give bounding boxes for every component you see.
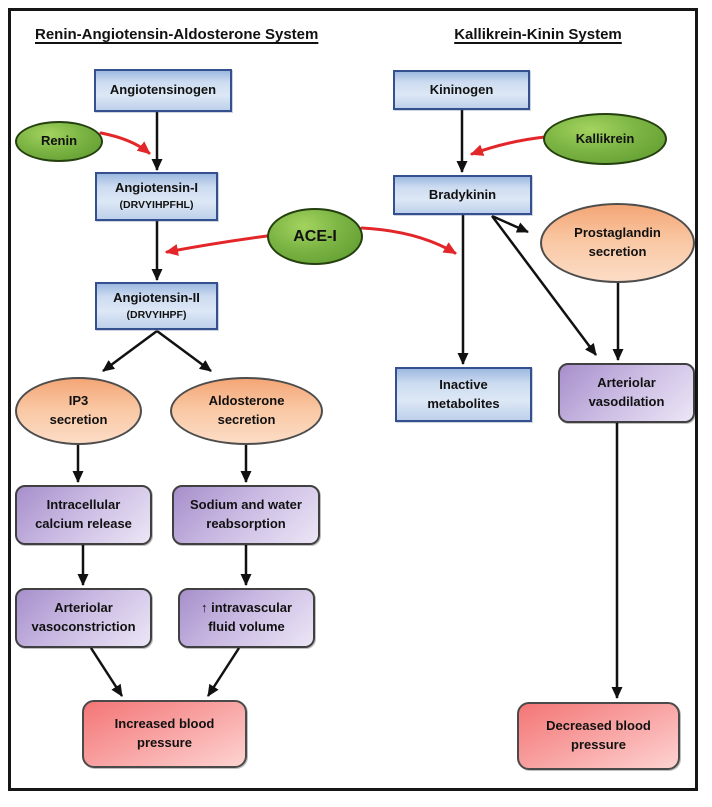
node-ip3-secretion: IP3 secretion [15,377,142,445]
node-label: Inactive [439,376,488,392]
node-ace-inhibitor: ACE-I [267,208,363,265]
right-system-title: Kallikrein-Kinin System [454,26,622,43]
node-label: Angiotensinogen [109,82,217,98]
arrow-fluidvolume-to-increasedbp [206,647,241,697]
node-label: Arteriolar [54,600,113,616]
node-label: IP3 [68,393,89,409]
node-label: secretion [49,412,108,427]
node-label: metabolites [427,395,500,411]
node-label: calcium release [35,516,132,531]
node-sublabel: (DRVYIHPFHL) [119,199,194,212]
node-sodium-water-reabsorption: Sodium and water reabsorption [172,485,320,545]
node-label: Arteriolar [597,375,656,391]
node-label: fluid volume [208,619,285,634]
node-label: Intracellular [46,497,121,513]
node-label: vasodilation [588,394,665,409]
node-angiotensin-1: Angiotensin-I (DRVYIHPFHL) [95,172,218,221]
node-arteriolar-vasoconstriction: Arteriolar vasoconstriction [15,588,152,648]
arrow-angiotensin2-to-aldosterone [156,329,212,373]
arrow-acei-action-right [360,226,457,255]
node-increased-intravascular-fluid-volume: ↑ intravascular fluid volume [178,588,315,648]
node-renin: Renin [15,121,103,162]
node-prostaglandin-secretion: Prostaglandin secretion [540,203,695,283]
node-label: Kininogen [429,81,494,97]
arrow-acei-action-left [165,234,269,256]
node-label: secretion [588,244,647,259]
node-label: Decreased blood [546,718,651,734]
node-angiotensinogen: Angiotensinogen [94,69,232,112]
node-label: Kallikrein [575,130,635,146]
arrow-angiotensin2-to-ip3 [102,329,158,373]
node-label: Bradykinin [428,186,497,202]
node-label: Aldosterone [208,393,285,409]
node-increased-blood-pressure: Increased blood pressure [82,700,247,768]
node-kininogen: Kininogen [393,70,530,110]
node-angiotensin-2: Angiotensin-II (DRVYIHPF) [95,282,218,330]
left-system-title: Renin-Angiotensin-Aldosterone System [35,26,319,43]
arrow-bradykinin-to-prostaglandin [491,214,529,234]
node-arteriolar-vasodilation: Arteriolar vasodilation [558,363,695,423]
node-label: pressure [137,735,192,750]
node-intracellular-calcium-release: Intracellular calcium release [15,485,152,545]
arrow-kallikrein-action [470,135,547,156]
node-sublabel: (DRVYIHPF) [126,308,187,321]
node-decreased-blood-pressure: Decreased blood pressure [517,702,680,770]
node-label: Angiotensin-I [114,180,199,196]
node-label: ACE-I [293,227,337,245]
arrow-renin-action [99,131,151,155]
node-label: Angiotensin-II [113,289,200,305]
node-label: Sodium and water [190,497,302,513]
node-label: vasoconstriction [31,619,136,634]
node-label: Renin [40,133,78,149]
arrow-bradykinin-to-vasodilation [490,215,598,356]
node-label: Increased blood [114,716,215,732]
node-label: secretion [217,412,276,427]
node-label: reabsorption [206,516,286,531]
arrow-vasoconstriction-to-increasedbp [89,647,124,697]
node-label: ↑ intravascular [200,600,293,616]
node-label: pressure [571,737,626,752]
diagram-frame [8,8,698,791]
node-bradykinin: Bradykinin [393,175,532,215]
node-kallikrein: Kallikrein [543,113,667,165]
node-inactive-metabolites: Inactive metabolites [395,367,532,422]
node-aldosterone-secretion: Aldosterone secretion [170,377,323,445]
node-label: Prostaglandin [574,225,661,241]
